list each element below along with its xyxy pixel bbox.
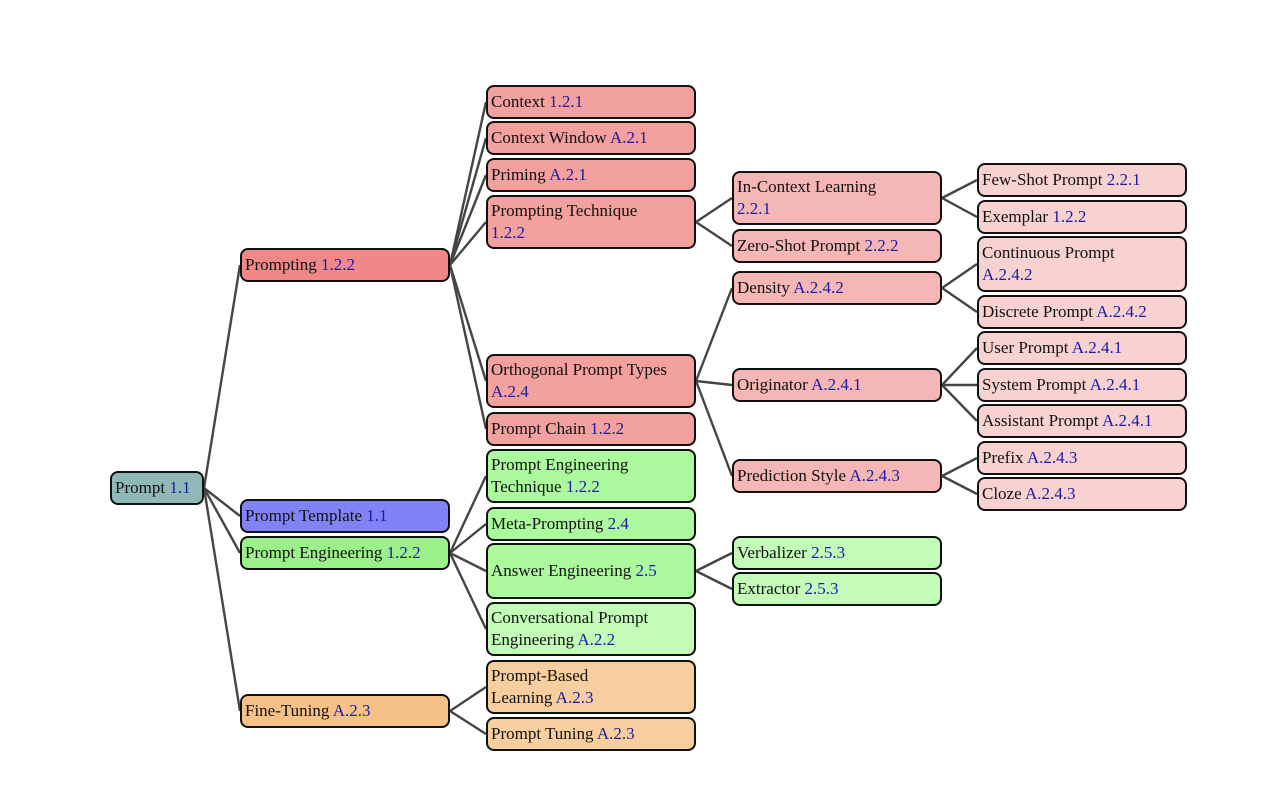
edge-density-to-discrete_prompt [941,287,978,313]
node-answer-engineering: Answer Engineering 2.5 [486,543,696,599]
node-prefix: Prefix A.2.4.3 [977,441,1187,475]
node-prompt-chain: Prompt Chain 1.2.2 [486,412,696,446]
edge-density-to-continuous_prompt [941,263,978,289]
edge-prompting_technique-to-zero_shot_prompt [695,221,733,247]
edge-prompting-to-context_window [448,137,488,266]
edge-in_context_learning-to-exemplar [941,196,978,219]
node-priming: Priming A.2.1 [486,158,696,192]
node-in-context-learning: In-Context Learning 2.2.1 [732,171,942,225]
node-fine-tuning: Fine-Tuning A.2.3 [240,694,450,728]
node-user-prompt: User Prompt A.2.4.1 [977,331,1187,365]
node-prompt-label: Prompt 1.1 [115,478,191,497]
edge-prompting-to-orthogonal_prompt_types [448,264,488,382]
node-zero-shot-prompt: Zero-Shot Prompt 2.2.2 [732,229,942,263]
edge-originator-to-user_prompt [941,347,978,386]
node-system-prompt: System Prompt A.2.4.1 [977,368,1187,402]
node-prompt-template: Prompt Template 1.1 [240,499,450,533]
node-prompting: Prompting 1.2.2 [240,248,450,282]
node-context-window: Context Window A.2.1 [486,121,696,155]
node-density: Density A.2.4.2 [732,271,942,305]
node-cloze: Cloze A.2.4.3 [977,477,1187,511]
edge-prompting-to-prompt_chain [448,264,488,430]
edge-originator-to-assistant_prompt [941,384,978,422]
edge-orthogonal_prompt_types-to-density [694,287,734,382]
node-prompt-engineering-technique: Prompt Engineering Technique 1.2.2 [486,449,696,503]
edge-prompt_engineering-to-conversational_prompt_engineering [448,552,488,630]
node-extractor: Extractor 2.5.3 [732,572,942,606]
node-originator: Originator A.2.4.1 [732,368,942,402]
edge-answer_engineering-to-verbalizer [695,551,733,573]
edge-prompting_technique-to-in_context_learning [695,197,733,223]
edge-orthogonal_prompt_types-to-prediction_style [694,380,734,477]
node-few-shot-prompt: Few-Shot Prompt 2.2.1 [977,163,1187,197]
node-prediction-style: Prediction Style A.2.4.3 [732,459,942,493]
node-conversational-prompt-engineering: Conversational Prompt Engineering A.2.2 [486,602,696,656]
edge-prompt_engineering-to-meta_prompting [449,523,487,554]
edge-prompting-to-context [448,101,488,266]
edge-prompt-to-prompting [202,264,242,489]
edge-prompt_engineering-to-answer_engineering [449,551,487,573]
node-context: Context 1.2.1 [486,85,696,119]
edge-prompt-to-fine_tuning [202,487,242,712]
node-meta-prompting: Meta-Prompting 2.4 [486,507,696,541]
edge-fine_tuning-to-prompt_tuning [449,709,487,736]
edge-prompting-to-priming [448,174,488,266]
node-prompt-engineering: Prompt Engineering 1.2.2 [240,536,450,570]
edge-fine_tuning-to-prompt_based_learning [449,686,487,712]
node-continuous-prompt: Continuous Prompt A.2.4.2 [977,236,1187,292]
node-prompting-technique: Prompting Technique 1.2.2 [486,195,696,249]
node-verbalizer: Verbalizer 2.5.3 [732,536,942,570]
edge-prediction_style-to-prefix [941,456,978,478]
edge-in_context_learning-to-few_shot_prompt [941,178,978,200]
edge-prediction_style-to-cloze [941,474,978,496]
edge-answer_engineering-to-extractor [695,569,733,591]
node-prompt: Prompt 1.1 [110,471,204,505]
edge-prompt-to-prompt_template [203,487,241,517]
node-prompt-tuning: Prompt Tuning A.2.3 [486,717,696,751]
node-prompt-based-learning: Prompt-Based Learning A.2.3 [486,660,696,714]
node-orthogonal-prompt-types: Orthogonal Prompt Types A.2.4 [486,354,696,408]
node-discrete-prompt: Discrete Prompt A.2.4.2 [977,295,1187,329]
edge-prompting-to-prompting_technique [449,221,487,266]
node-exemplar: Exemplar 1.2.2 [977,200,1187,234]
node-assistant-prompt: Assistant Prompt A.2.4.1 [977,404,1187,438]
edge-prompt-to-prompt_engineering [202,487,242,554]
edge-orthogonal_prompt_types-to-originator [695,379,733,387]
edge-prompt_engineering-to-prompt_engineering_technique [448,475,488,554]
